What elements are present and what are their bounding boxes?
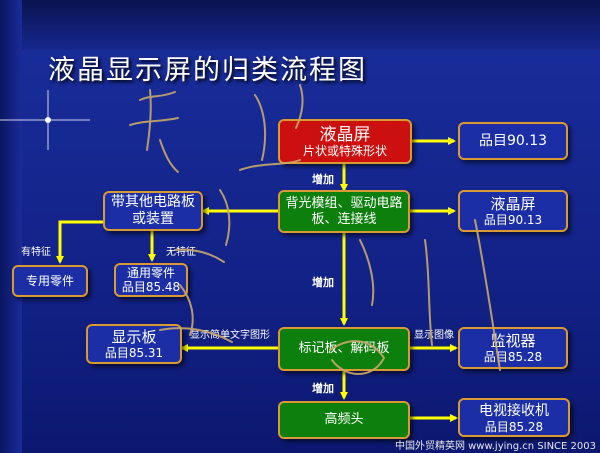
node-tv-receiver-main: 电视接收机 xyxy=(479,402,549,419)
page-title: 液晶显示屏的归类流程图 xyxy=(48,55,367,86)
node-backlight-main: 背光模组、驱动电路板、连接线 xyxy=(285,195,403,227)
node-tuner: 高频头 xyxy=(278,401,410,439)
node-other-circuit-main: 带其他电路板或装置 xyxy=(111,194,195,227)
footer-watermark: 中国外贸精英网 www.jying.cn SINCE 2003 xyxy=(394,441,596,452)
node-lcd: 液晶屏 片状或特殊形状 xyxy=(278,119,412,164)
label-add-1: 增加 xyxy=(312,173,334,186)
node-tuner-main: 高频头 xyxy=(324,412,364,427)
node-lcd-code-main: 品目90.13 xyxy=(478,133,548,149)
title-band xyxy=(0,0,600,50)
node-general-parts: 通用零件 品目85.48 xyxy=(114,263,188,297)
label-no-feature: 无特征 xyxy=(166,247,196,258)
node-monitor-main: 监视器 xyxy=(490,332,536,350)
node-decoder-main: 标记板、解码板 xyxy=(298,341,390,356)
label-add-3: 增加 xyxy=(312,382,334,395)
arrow-circuit-to-special xyxy=(56,220,112,264)
node-lcd-sub: 片状或特殊形状 xyxy=(302,143,387,158)
node-special-parts-main: 专用零件 xyxy=(25,274,74,288)
label-show-image: 显示图像 xyxy=(414,330,454,341)
node-display-panel: 显示板 品目85.31 xyxy=(86,324,182,364)
node-general-parts-sub: 品目85.48 xyxy=(121,280,181,294)
node-special-parts: 专用零件 xyxy=(12,265,88,297)
left-bar xyxy=(0,0,22,453)
node-backlight: 背光模组、驱动电路板、连接线 xyxy=(278,190,410,233)
label-show-text: 显示简单文字图形 xyxy=(190,330,270,341)
node-tv-receiver: 电视接收机 品目85.28 xyxy=(458,398,570,437)
node-display-panel-main: 显示板 xyxy=(111,328,157,346)
node-lcd-code: 品目90.13 xyxy=(458,122,568,160)
label-has-feature: 有特征 xyxy=(21,247,51,258)
node-tv-receiver-sub: 品目85.28 xyxy=(484,419,544,434)
node-lcd-main: 液晶屏 xyxy=(319,124,371,145)
node-lcd2-sub: 品目90.13 xyxy=(483,213,543,227)
node-general-parts-main: 通用零件 xyxy=(126,266,175,280)
node-other-circuit: 带其他电路板或装置 xyxy=(103,191,203,231)
node-display-panel-sub: 品目85.31 xyxy=(104,346,164,360)
label-add-2: 增加 xyxy=(312,276,334,289)
node-lcd2-main: 液晶屏 xyxy=(490,195,536,213)
